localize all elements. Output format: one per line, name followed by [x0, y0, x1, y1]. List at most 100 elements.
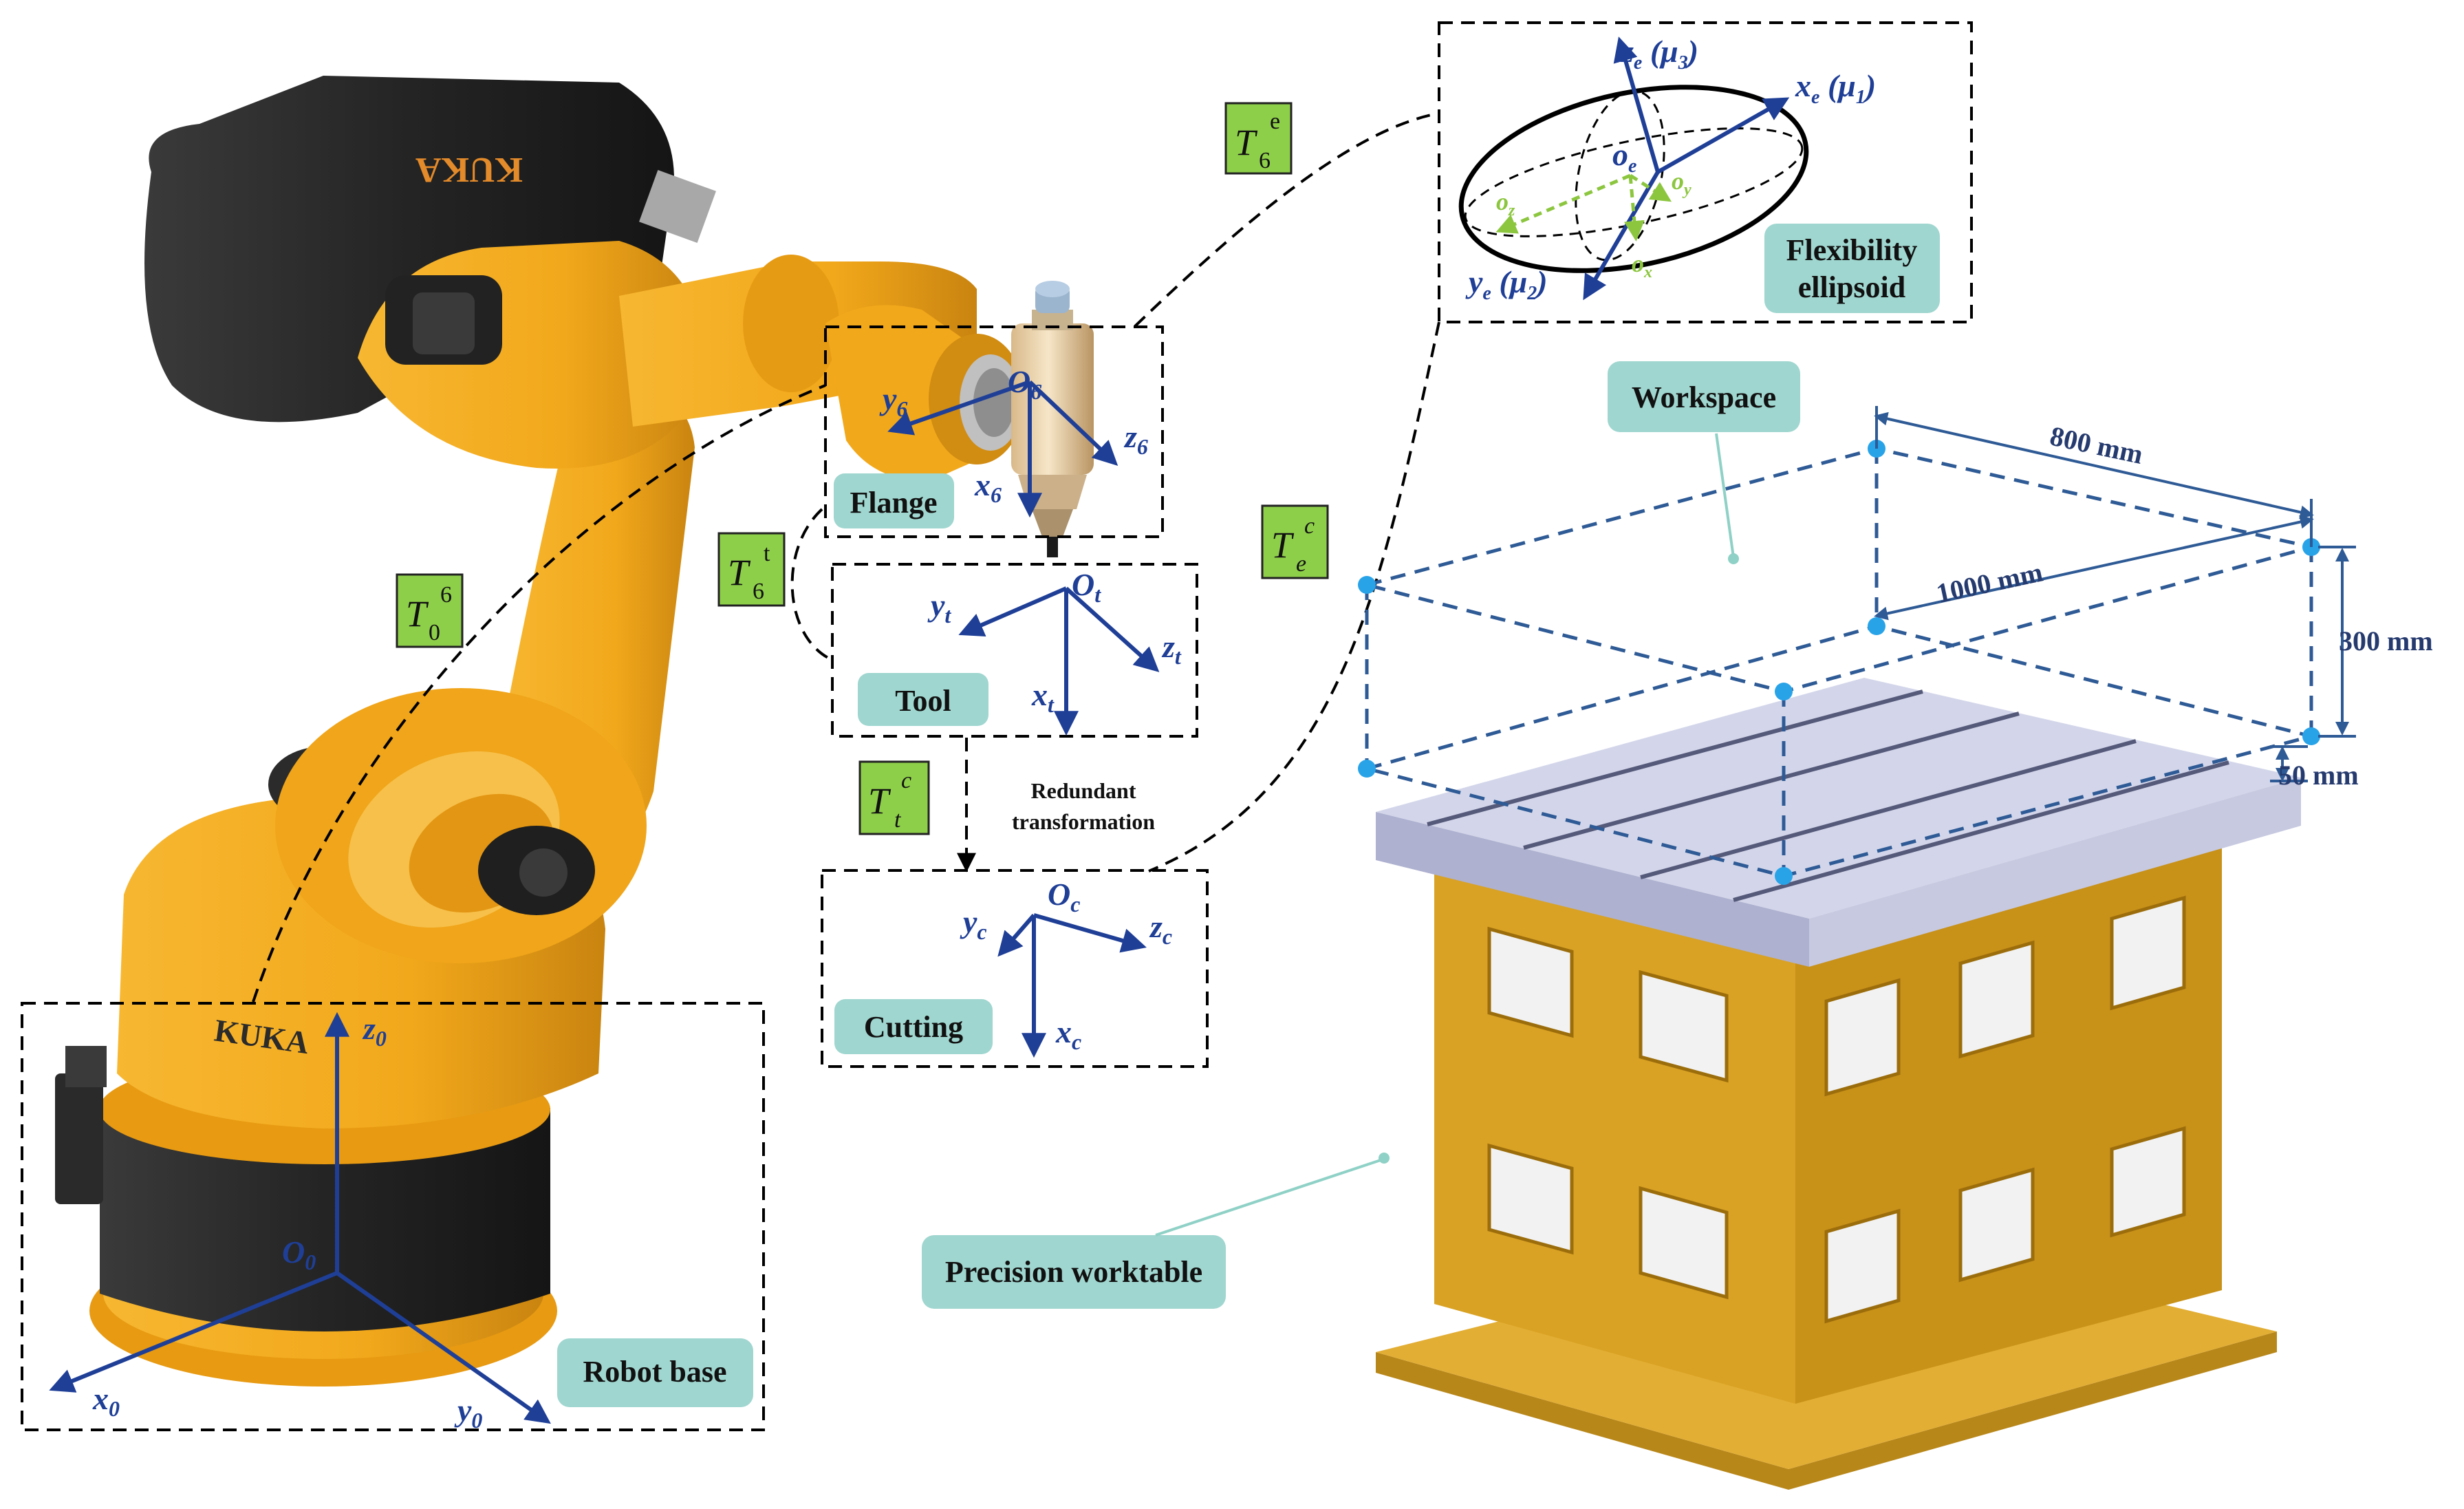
- svg-text:yt: yt: [927, 588, 951, 628]
- svg-text:ze (μ3): ze (μ3): [1620, 34, 1698, 74]
- robot-counterweight: [144, 76, 674, 422]
- svg-text:oy: oy: [1672, 167, 1692, 199]
- redundant-label-line2: transformation: [1012, 809, 1155, 834]
- dimension-width: 800 mm: [2047, 420, 2146, 470]
- flexibility-label-line1: Flexibility: [1786, 233, 1918, 267]
- dimension-lines: [1874, 406, 2356, 782]
- svg-text:yc: yc: [960, 904, 987, 944]
- tool-frame-labels: Ot yt xt zt: [927, 567, 1182, 717]
- transform-badges: T 0 6 T 6 t T t c T 6 e T e c: [396, 102, 1329, 835]
- svg-text:y6: y6: [879, 381, 907, 421]
- svg-text:e: e: [1270, 109, 1280, 134]
- robot-brand-top: KUKA: [415, 150, 523, 189]
- transform-T06: T 0 6: [396, 573, 464, 648]
- workspace-label: Workspace: [1632, 381, 1776, 414]
- svg-text:e: e: [1296, 551, 1306, 577]
- svg-text:zt: zt: [1161, 629, 1182, 669]
- dimension-height: 300 mm: [2339, 625, 2433, 656]
- flange-to-tool-curve: [790, 508, 834, 662]
- cutting-label: Cutting: [864, 1010, 963, 1044]
- flange-to-ellipsoid-curve: [1134, 112, 1438, 328]
- svg-text:6: 6: [440, 582, 452, 608]
- robot-base-box: [21, 1002, 765, 1431]
- dimension-offset: 50 mm: [2278, 760, 2359, 791]
- svg-text:ye (μ2): ye (μ2): [1465, 264, 1548, 304]
- svg-text:Oc: Oc: [1048, 877, 1080, 917]
- svg-text:xc: xc: [1055, 1014, 1081, 1054]
- workspace-corner-points: [1358, 440, 2320, 885]
- svg-text:T: T: [868, 780, 891, 822]
- svg-text:t: t: [894, 807, 902, 833]
- flange-label: Flange: [850, 486, 937, 520]
- transform-T6t: T 6 t: [717, 532, 786, 607]
- cutting-box: [821, 869, 1209, 1068]
- kuka-robot-illustration: KUKA KUKA: [55, 76, 1094, 1387]
- flange-frame: [887, 380, 1118, 518]
- svg-text:O6: O6: [1008, 364, 1041, 404]
- flexibility-label-box: [1764, 224, 1940, 313]
- flange-label-box: [834, 473, 954, 528]
- svg-text:T: T: [1235, 122, 1258, 163]
- svg-text:x6: x6: [974, 467, 1002, 507]
- svg-text:O0: O0: [282, 1234, 316, 1274]
- svg-text:T: T: [1271, 524, 1295, 566]
- ellipsoid-box: [1438, 21, 1973, 323]
- precision-worktable: [1376, 678, 2301, 1490]
- robot-base-cylinder: [100, 1108, 550, 1331]
- svg-text:zc: zc: [1149, 909, 1172, 949]
- ellipsoid-to-cutting-curve: [1148, 321, 1440, 873]
- svg-text:z6: z6: [1123, 419, 1148, 459]
- spindle-body: [1011, 323, 1094, 475]
- dimension-length: 1000 mm: [1934, 557, 2046, 610]
- svg-text:T: T: [728, 552, 751, 593]
- base-frame: [49, 1012, 551, 1424]
- workspace-label-box: [1608, 361, 1800, 432]
- label-boxes: Flange Tool Cutting Robot base Flexibili…: [557, 224, 1940, 1407]
- svg-text:oz: oz: [1496, 188, 1515, 220]
- flange-frame-labels: O6 y6 x6 z6: [879, 364, 1148, 507]
- base-to-flange-curve: [252, 384, 826, 1003]
- precision-worktable-label: Precision worktable: [945, 1255, 1202, 1289]
- tool-frame: [958, 586, 1160, 736]
- flange-box: [824, 325, 1164, 538]
- flexibility-label-line2: ellipsoid: [1798, 270, 1906, 304]
- tool-label-box: [858, 673, 988, 726]
- tool-box: [831, 563, 1198, 738]
- svg-text:t: t: [764, 541, 770, 566]
- svg-text:oe: oe: [1612, 137, 1636, 177]
- tool-label: Tool: [895, 684, 951, 718]
- worktable-base-plate: [1376, 1331, 2277, 1490]
- svg-text:xt: xt: [1031, 677, 1055, 717]
- frame-boxes: [21, 21, 1973, 1431]
- svg-text:x0: x0: [92, 1381, 120, 1421]
- svg-text:6: 6: [1259, 148, 1271, 173]
- flexibility-ellipsoid: [1458, 36, 1809, 301]
- transform-connections: [252, 112, 1440, 1003]
- svg-text:6: 6: [753, 579, 764, 604]
- worktable-pointer: [1155, 1158, 1383, 1237]
- svg-text:Ot: Ot: [1072, 567, 1101, 607]
- transform-Ttc: T t c: [858, 760, 930, 835]
- svg-text:0: 0: [429, 620, 440, 645]
- robot-base-label-box: [557, 1338, 753, 1407]
- svg-text:xe (μ1): xe (μ1): [1795, 68, 1876, 108]
- precision-worktable-label-box: [922, 1235, 1226, 1309]
- workspace-pointer: [1715, 433, 1735, 558]
- redundant-label-line1: Redundant: [1031, 778, 1136, 803]
- svg-text:y0: y0: [454, 1393, 482, 1433]
- transform-Tec: T e c: [1261, 504, 1329, 579]
- cutting-frame-labels: Oc yc xc zc: [960, 877, 1172, 1054]
- svg-text:ox: ox: [1632, 250, 1652, 281]
- robot-base-label: Robot base: [583, 1355, 726, 1389]
- ellipsoid-labels: oe ze (μ3) xe (μ1) ye (μ2) oz oy ox: [1465, 34, 1876, 304]
- svg-text:c: c: [1304, 513, 1315, 539]
- cutting-frame: [997, 913, 1147, 1058]
- svg-text:T: T: [406, 593, 429, 634]
- svg-text:z0: z0: [362, 1011, 387, 1051]
- worktable-top: [1376, 678, 2301, 919]
- base-frame-labels: O0 z0 x0 y0: [92, 1011, 482, 1433]
- cutting-label-box: [834, 999, 993, 1054]
- svg-text:c: c: [901, 768, 911, 793]
- transform-T6e: T 6 e: [1224, 102, 1293, 175]
